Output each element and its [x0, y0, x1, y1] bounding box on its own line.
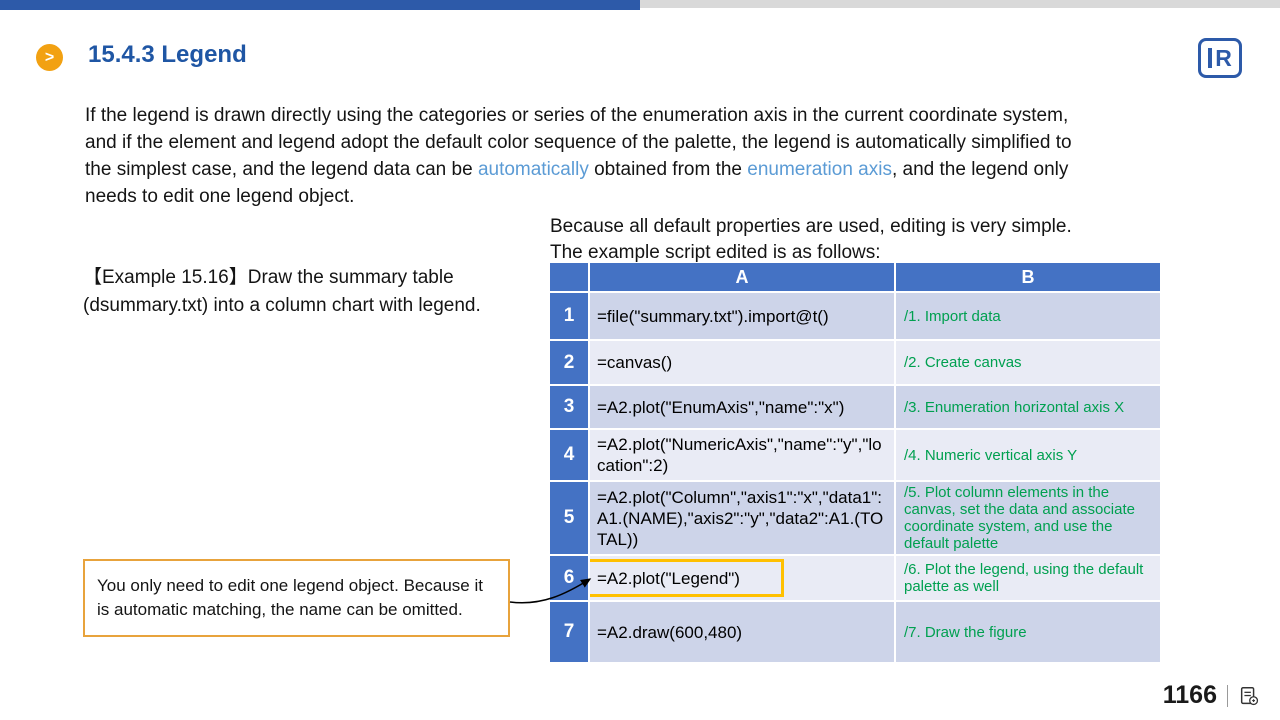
top-accent-bar-blue	[0, 0, 640, 10]
comment-cell-B3: /3. Enumeration horizontal axis X	[896, 386, 1162, 430]
code-cell-A4: =A2.plot("NumericAxis","name":"y","locat…	[590, 430, 896, 482]
code-cell-A1: =file("summary.txt").import@t()	[590, 293, 896, 341]
logo-letter: R	[1215, 44, 1232, 71]
callout-box: You only need to edit one legend object.…	[83, 559, 510, 637]
text-segment: and if the element and legend adopt the …	[85, 132, 1072, 153]
text-segment: the simplest case, and the legend data c…	[85, 159, 478, 180]
comment-cell-B2: /2. Create canvas	[896, 341, 1162, 386]
comment-text: /6. Plot the legend, using the default p…	[904, 561, 1144, 595]
comment-text: /5. Plot column elements in the canvas, …	[904, 484, 1135, 552]
script-intro: Because all default properties are used,…	[550, 214, 1170, 266]
column-header-a: A	[590, 263, 896, 293]
comment-cell-B1: /1. Import data	[896, 293, 1162, 341]
text-segment: needs to edit one legend object.	[85, 186, 355, 207]
intro-line: and if the element and legend adopt the …	[85, 129, 1195, 156]
code-cell-A7: =A2.draw(600,480)	[590, 602, 896, 664]
text-segment: obtained from the	[588, 159, 748, 180]
comment-cell-B5: /5. Plot column elements in the canvas, …	[896, 482, 1162, 556]
table-row-2: 2 =canvas() /2. Create canvas	[550, 341, 1162, 386]
table-row-6: 6=A2.plot("Legend")/6. Plot the legend, …	[550, 556, 1162, 602]
code-cell-A3: =A2.plot("EnumAxis","name":"x")	[590, 386, 896, 430]
table-row-3: 3 =A2.plot("EnumAxis","name":"x") /3. Enum…	[550, 386, 1162, 430]
logo-bar	[1208, 48, 1213, 68]
table-row-5: 5=A2.plot("Column","axis1":"x","data1":A…	[550, 482, 1162, 556]
row-number: 2	[550, 341, 590, 386]
row-number: 7	[550, 602, 590, 664]
code-text: =file("summary.txt").import@t()	[597, 306, 829, 326]
table-row-1: 1 =file("summary.txt").import@t() /1. Impo…	[550, 293, 1162, 341]
example-label: 【Example 15.16】Draw the summary table (d…	[83, 264, 553, 320]
code-text: =A2.plot("EnumAxis","name":"x")	[597, 397, 845, 417]
intro-line: needs to edit one legend object.	[85, 183, 1195, 210]
page-number: 1166	[1162, 681, 1217, 709]
document-icon	[1240, 686, 1259, 705]
comment-cell-B4: /4. Numeric vertical axis Y	[896, 430, 1162, 482]
script-intro-line1: Because all default properties are used,…	[550, 216, 1072, 237]
example-line1: 【Example 15.16】Draw the summary table	[83, 267, 454, 288]
comment-cell-B7: /7. Draw the figure	[896, 602, 1162, 664]
raqsoft-logo-icon: R	[1198, 38, 1242, 78]
code-text: =A2.plot("Column","axis1":"x","data1":A1…	[597, 487, 884, 549]
row-number: 4	[550, 430, 590, 482]
top-accent-bar-gray	[640, 0, 1280, 8]
script-table-body: 1 =file("summary.txt").import@t() /1. Impo…	[550, 293, 1162, 664]
footer-separator	[1227, 684, 1228, 707]
highlighted-term: automatically	[477, 159, 589, 180]
table-header-row: A B	[550, 263, 1162, 293]
comment-cell-B6: /6. Plot the legend, using the default p…	[896, 556, 1162, 602]
column-header-b: B	[896, 263, 1162, 293]
callout-arrow	[509, 578, 592, 604]
highlighted-term: enumeration axis	[747, 159, 892, 180]
intro-line: If the legend is drawn directly using th…	[85, 102, 1195, 129]
comment-text: /4. Numeric vertical axis Y	[904, 446, 1078, 464]
code-text: =A2.draw(600,480)	[597, 622, 743, 642]
code-cell-A2: =canvas()	[590, 341, 896, 386]
comment-text: /1. Import data	[904, 307, 1001, 325]
footer: 1166	[1163, 681, 1260, 710]
code-text: =A2.plot("NumericAxis","name":"y","locat…	[597, 435, 882, 475]
row-number: 1	[550, 293, 590, 341]
comment-text: /2. Create canvas	[904, 354, 1022, 371]
script-intro-line2: The example script edited is as follows:	[550, 242, 881, 263]
example-line2: (dsummary.txt) into a column chart with …	[83, 295, 481, 316]
slide-title: 15.4.3 Legend	[88, 41, 247, 68]
code-text: =A2.plot("Legend")	[597, 568, 740, 588]
code-text: =canvas()	[597, 353, 673, 372]
code-cell-A5: =A2.plot("Column","axis1":"x","data1":A1…	[590, 482, 896, 556]
text-segment: If the legend is drawn directly using th…	[85, 105, 1069, 126]
intro-line: the simplest case, and the legend data c…	[85, 156, 1195, 183]
table-row-7: 7 =A2.draw(600,480) /7. Draw the figure	[550, 602, 1162, 664]
intro-paragraph: If the legend is drawn directly using th…	[85, 102, 1195, 210]
text-segment: , and the legend only	[891, 159, 1069, 180]
arrow-bullet-icon: >	[36, 44, 63, 71]
corner-header-cell	[550, 263, 590, 293]
row-number: 5	[550, 482, 590, 556]
script-table: A B 1 =file("summary.txt").import@t() /1. …	[550, 263, 1162, 664]
row-number: 3	[550, 386, 590, 430]
comment-text: /3. Enumeration horizontal axis X	[904, 398, 1125, 416]
code-cell-A6: =A2.plot("Legend")	[590, 556, 896, 602]
comment-text: /7. Draw the figure	[904, 623, 1027, 641]
table-row-4: 4=A2.plot("NumericAxis","name":"y","loca…	[550, 430, 1162, 482]
callout-text: You only need to edit one legend object.…	[97, 576, 483, 619]
